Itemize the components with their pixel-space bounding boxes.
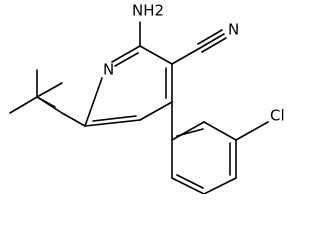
nitrile-nitrogen-label: N [228, 21, 239, 39]
bond-aryl-2 [203, 121, 237, 141]
bond-isobutyl-3 [9, 96, 38, 114]
bond-aryl-5 [171, 177, 205, 194]
chlorine-label: Cl [270, 107, 285, 125]
amino-group-label: NH2 [132, 2, 164, 20]
bond-aryl-chlorine [235, 121, 269, 141]
bond-aryl-4 [203, 177, 237, 194]
bond-c3-nitrile-carbon [171, 47, 201, 65]
bond-ring-c6-c5 [84, 119, 141, 127]
bond-ring-c2-n1 [111, 45, 141, 63]
ring-nitrogen-label: N [103, 61, 114, 79]
bond-ring-c3-c2 [139, 45, 173, 65]
bond-aryl-1-inner [176, 128, 204, 137]
bond-isobutyl-5 [61, 112, 86, 127]
bond-nitrile-triple-3 [201, 37, 227, 53]
bond-aryl-5-inner [176, 174, 204, 189]
bond-ring-c2-n1-inner [114, 52, 139, 67]
bond-isobutyl-1 [36, 82, 63, 98]
molecule-structure: NH2 N N Cl [9, 2, 285, 194]
bond-ring-c5-c4 [139, 101, 173, 121]
bond-aryl-1 [171, 121, 205, 141]
atom-labels: NH2 N N Cl [103, 2, 285, 125]
bond-nitrile-triple-2 [197, 29, 223, 45]
bond-ring-c6-n1 [84, 77, 103, 127]
bond-nitrile-triple-1 [199, 33, 225, 49]
bond-isobutyl-6 [36, 96, 56, 108]
bond-ring-c6-c5-inner [92, 115, 137, 122]
bonds [9, 21, 269, 194]
